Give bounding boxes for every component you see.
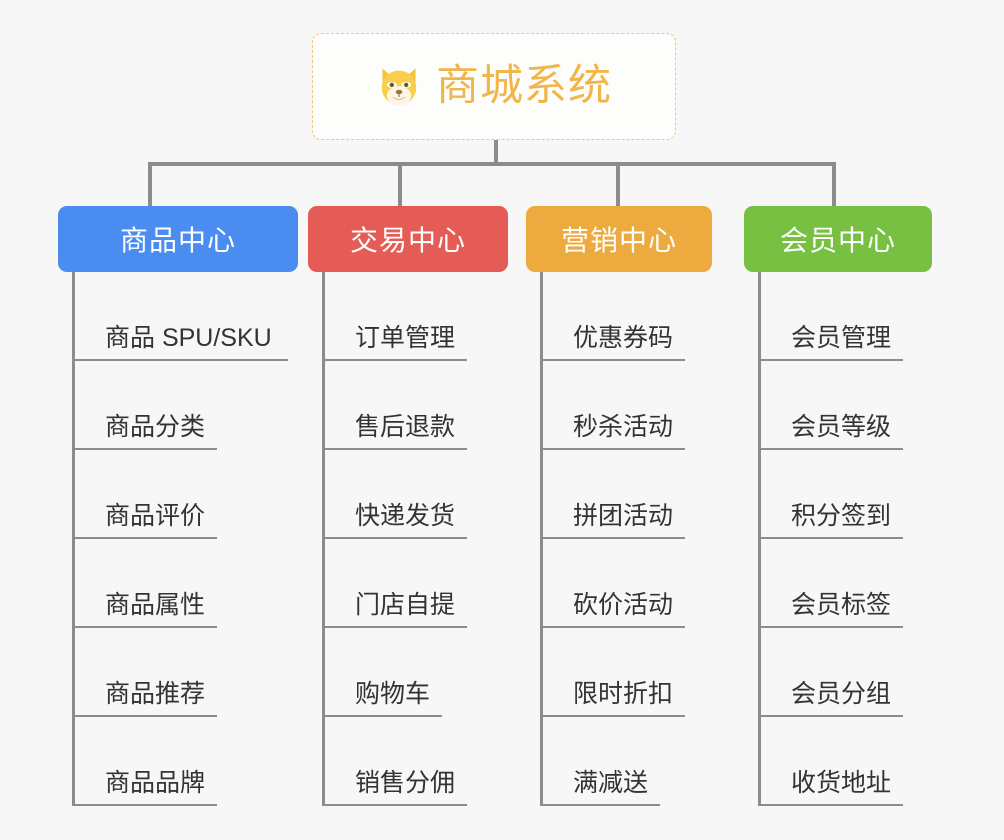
leaf-label: 会员等级 <box>761 413 904 450</box>
leaf-item[interactable]: 购物车 <box>325 628 508 717</box>
root-title: 商城系统 <box>436 62 612 110</box>
leaf-item[interactable]: 快递发货 <box>325 450 508 539</box>
leaf-label: 商品品牌 <box>75 769 218 806</box>
leaf-item[interactable]: 商品品牌 <box>75 717 298 806</box>
leaf-item[interactable]: 砍价活动 <box>543 539 712 628</box>
connector-horizontal-bus <box>148 162 836 166</box>
dog-face-icon <box>381 67 417 106</box>
branch-trade-center: 交易中心 订单管理 售后退款 快递发货 门店自提 购物车 销售分佣 <box>308 206 508 806</box>
connector-drop-4 <box>832 162 836 206</box>
connector-drop-3 <box>616 162 620 206</box>
leaf-label: 门店自提 <box>325 591 468 628</box>
branch-header-trade-center[interactable]: 交易中心 <box>308 206 508 272</box>
leaf-item[interactable]: 订单管理 <box>325 272 508 361</box>
leaf-item[interactable]: 商品分类 <box>75 361 298 450</box>
leaf-label: 会员分组 <box>761 680 904 717</box>
connector-drop-2 <box>398 162 402 206</box>
leaf-item[interactable]: 会员等级 <box>761 361 932 450</box>
leaf-item[interactable]: 商品评价 <box>75 450 298 539</box>
branch-header-marketing-center[interactable]: 营销中心 <box>526 206 712 272</box>
leaf-label: 商品属性 <box>75 591 218 628</box>
root-node-mall-system[interactable]: 商城系统 <box>312 33 676 140</box>
connector-root-stem <box>494 140 498 166</box>
leaf-item[interactable]: 满减送 <box>543 717 712 806</box>
leaf-item[interactable]: 会员管理 <box>761 272 932 361</box>
leaf-label: 售后退款 <box>325 413 468 450</box>
leaf-label: 快递发货 <box>325 502 468 539</box>
leaf-item[interactable]: 商品 SPU/SKU <box>75 272 298 361</box>
branch-body-trade-center: 订单管理 售后退款 快递发货 门店自提 购物车 销售分佣 <box>322 272 508 806</box>
leaf-label: 订单管理 <box>325 324 468 361</box>
leaf-label: 限时折扣 <box>543 680 686 717</box>
leaf-item[interactable]: 商品属性 <box>75 539 298 628</box>
branch-header-member-center[interactable]: 会员中心 <box>744 206 932 272</box>
branch-header-label: 会员中心 <box>779 225 896 256</box>
leaf-item[interactable]: 会员分组 <box>761 628 932 717</box>
leaf-item[interactable]: 商品推荐 <box>75 628 298 717</box>
branch-member-center: 会员中心 会员管理 会员等级 积分签到 会员标签 会员分组 收货地址 <box>744 206 932 806</box>
leaf-item[interactable]: 秒杀活动 <box>543 361 712 450</box>
leaf-item[interactable]: 积分签到 <box>761 450 932 539</box>
leaf-label: 购物车 <box>325 680 443 717</box>
leaf-item[interactable]: 收货地址 <box>761 717 932 806</box>
branch-header-label: 交易中心 <box>349 225 466 256</box>
leaf-label: 销售分佣 <box>325 769 468 806</box>
leaf-label: 商品 SPU/SKU <box>75 324 288 361</box>
leaf-label: 会员管理 <box>761 324 904 361</box>
leaf-label: 秒杀活动 <box>543 413 686 450</box>
branch-header-label: 商品中心 <box>119 225 236 256</box>
leaf-label: 会员标签 <box>761 591 904 628</box>
leaf-label: 商品分类 <box>75 413 218 450</box>
leaf-item[interactable]: 销售分佣 <box>325 717 508 806</box>
branch-header-product-center[interactable]: 商品中心 <box>58 206 298 272</box>
leaf-label: 优惠券码 <box>543 324 686 361</box>
leaf-label: 商品评价 <box>75 502 218 539</box>
leaf-label: 收货地址 <box>761 769 904 806</box>
branch-header-label: 营销中心 <box>560 225 677 256</box>
branch-body-product-center: 商品 SPU/SKU 商品分类 商品评价 商品属性 商品推荐 商品品牌 <box>72 272 298 806</box>
connector-drop-1 <box>148 162 152 206</box>
leaf-item[interactable]: 限时折扣 <box>543 628 712 717</box>
leaf-label: 商品推荐 <box>75 680 218 717</box>
branch-marketing-center: 营销中心 优惠券码 秒杀活动 拼团活动 砍价活动 限时折扣 满减送 <box>526 206 712 806</box>
leaf-label: 砍价活动 <box>543 591 686 628</box>
leaf-item[interactable]: 门店自提 <box>325 539 508 628</box>
leaf-item[interactable]: 拼团活动 <box>543 450 712 539</box>
leaf-label: 积分签到 <box>761 502 904 539</box>
branch-product-center: 商品中心 商品 SPU/SKU 商品分类 商品评价 商品属性 商品推荐 商品品牌 <box>58 206 298 806</box>
leaf-label: 满减送 <box>543 769 661 806</box>
leaf-item[interactable]: 售后退款 <box>325 361 508 450</box>
leaf-item[interactable]: 优惠券码 <box>543 272 712 361</box>
leaf-label: 拼团活动 <box>543 502 686 539</box>
leaf-item[interactable]: 会员标签 <box>761 539 932 628</box>
branch-body-marketing-center: 优惠券码 秒杀活动 拼团活动 砍价活动 限时折扣 满减送 <box>540 272 712 806</box>
branch-body-member-center: 会员管理 会员等级 积分签到 会员标签 会员分组 收货地址 <box>758 272 932 806</box>
